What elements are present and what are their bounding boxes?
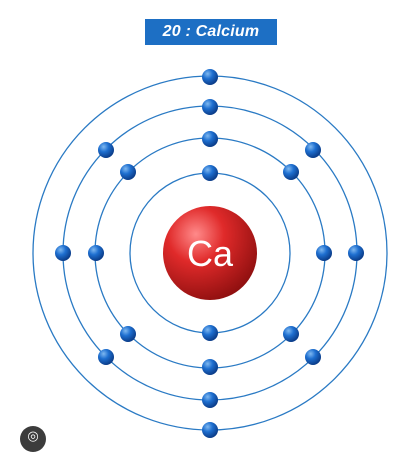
electron [202,165,218,181]
electron [98,142,114,158]
electron [202,359,218,375]
lens-icon[interactable]: ◎ [20,426,46,452]
diagram-title: 20 : Calcium [162,23,260,40]
electron [120,326,136,342]
electron [283,326,299,342]
title-badge: 20 : Calcium [145,19,277,45]
nucleus-symbol: Ca [187,233,234,274]
electron [202,131,218,147]
electron [283,164,299,180]
electron [202,392,218,408]
nucleus: Ca [163,206,257,300]
electron [55,245,71,261]
electrons [55,69,364,438]
electron [202,325,218,341]
electron [348,245,364,261]
electron [202,422,218,438]
electron [202,99,218,115]
electron [98,349,114,365]
electron [202,69,218,85]
electron [305,142,321,158]
electron [305,349,321,365]
bohr-model-diagram: Ca [32,69,388,438]
electron [316,245,332,261]
electron [120,164,136,180]
electron [88,245,104,261]
